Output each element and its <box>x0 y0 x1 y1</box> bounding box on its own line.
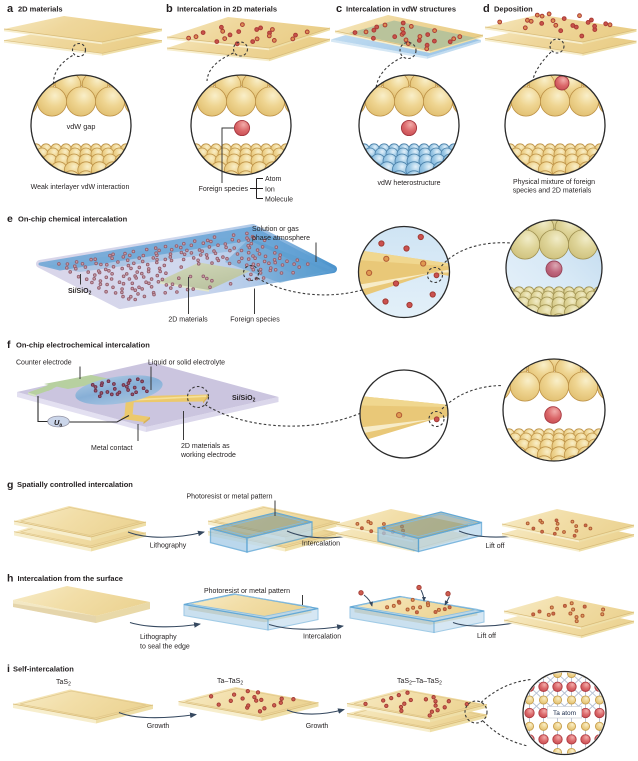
svg-text:Foreign species: Foreign species <box>199 186 249 193</box>
svg-text:h: h <box>7 573 13 585</box>
svg-text:d: d <box>483 3 490 15</box>
svg-text:Lift off: Lift off <box>486 543 505 550</box>
svg-text:Metal contact: Metal contact <box>91 445 133 452</box>
svg-text:On-chip electrochemical interc: On-chip electrochemical intercalation <box>16 341 150 350</box>
svg-text:Ion: Ion <box>265 186 275 193</box>
svg-text:c: c <box>336 3 342 15</box>
svg-text:a: a <box>7 3 14 15</box>
svg-text:2D materials: 2D materials <box>168 317 208 324</box>
svg-text:Weak interlayer vdW interactio: Weak interlayer vdW interaction <box>31 184 130 191</box>
svg-text:Molecule: Molecule <box>265 197 293 204</box>
svg-text:to seal the edge: to seal the edge <box>140 644 190 651</box>
svg-text:Physical mixture of foreign: Physical mixture of foreign <box>513 179 595 186</box>
svg-text:vdW heterostructure: vdW heterostructure <box>377 180 440 187</box>
svg-text:Atom: Atom <box>265 176 282 183</box>
svg-text:2D materials as: 2D materials as <box>181 443 230 450</box>
svg-text:Lift off: Lift off <box>477 633 496 640</box>
svg-text:Photoresist or metal pattern: Photoresist or metal pattern <box>187 494 273 501</box>
svg-text:Counter electrode: Counter electrode <box>16 360 72 367</box>
svg-text:Liquid or solid electrolyte: Liquid or solid electrolyte <box>148 360 225 367</box>
svg-text:Ta–TaS2: Ta–TaS2 <box>217 678 243 687</box>
svg-text:Intercalation in 2D materials: Intercalation in 2D materials <box>177 5 277 14</box>
svg-text:Photoresist or metal pattern: Photoresist or metal pattern <box>204 588 290 595</box>
svg-text:Lithography: Lithography <box>140 634 177 641</box>
svg-text:Growth: Growth <box>147 723 170 730</box>
svg-text:Ta atom: Ta atom <box>553 710 576 717</box>
svg-text:Intercalation: Intercalation <box>302 541 340 548</box>
svg-text:Intercalation in vdW structure: Intercalation in vdW structures <box>346 5 456 14</box>
svg-text:b: b <box>166 3 173 15</box>
svg-text:Foreign species: Foreign species <box>230 317 280 324</box>
svg-text:Si/SiO2: Si/SiO2 <box>68 288 92 297</box>
svg-text:Self-intercalation: Self-intercalation <box>13 665 74 674</box>
svg-text:i: i <box>7 663 10 675</box>
svg-text:2D materials: 2D materials <box>18 5 63 14</box>
svg-text:Solution or gas: Solution or gas <box>252 226 299 233</box>
svg-text:Si/SiO2: Si/SiO2 <box>232 395 256 404</box>
svg-text:TaS2: TaS2 <box>56 679 71 688</box>
svg-text:phase atmosphere: phase atmosphere <box>252 235 310 242</box>
svg-text:species and 2D materials: species and 2D materials <box>513 188 592 195</box>
svg-text:Lithography: Lithography <box>150 543 187 550</box>
svg-text:f: f <box>7 339 11 351</box>
svg-text:Deposition: Deposition <box>494 5 533 14</box>
svg-text:Growth: Growth <box>306 723 329 730</box>
svg-text:TaS2–Ta–TaS2: TaS2–Ta–TaS2 <box>397 678 442 687</box>
svg-text:e: e <box>7 213 13 225</box>
svg-text:vdW gap: vdW gap <box>67 122 96 131</box>
svg-text:Intercalation from the surface: Intercalation from the surface <box>18 574 123 583</box>
svg-text:Intercalation: Intercalation <box>303 634 341 641</box>
svg-text:working electrode: working electrode <box>180 452 236 459</box>
svg-text:Spatially controlled intercala: Spatially controlled intercalation <box>17 480 133 489</box>
svg-text:Ua: Ua <box>54 418 62 428</box>
svg-text:On-chip chemical intercalation: On-chip chemical intercalation <box>18 215 128 224</box>
svg-text:g: g <box>7 479 13 491</box>
